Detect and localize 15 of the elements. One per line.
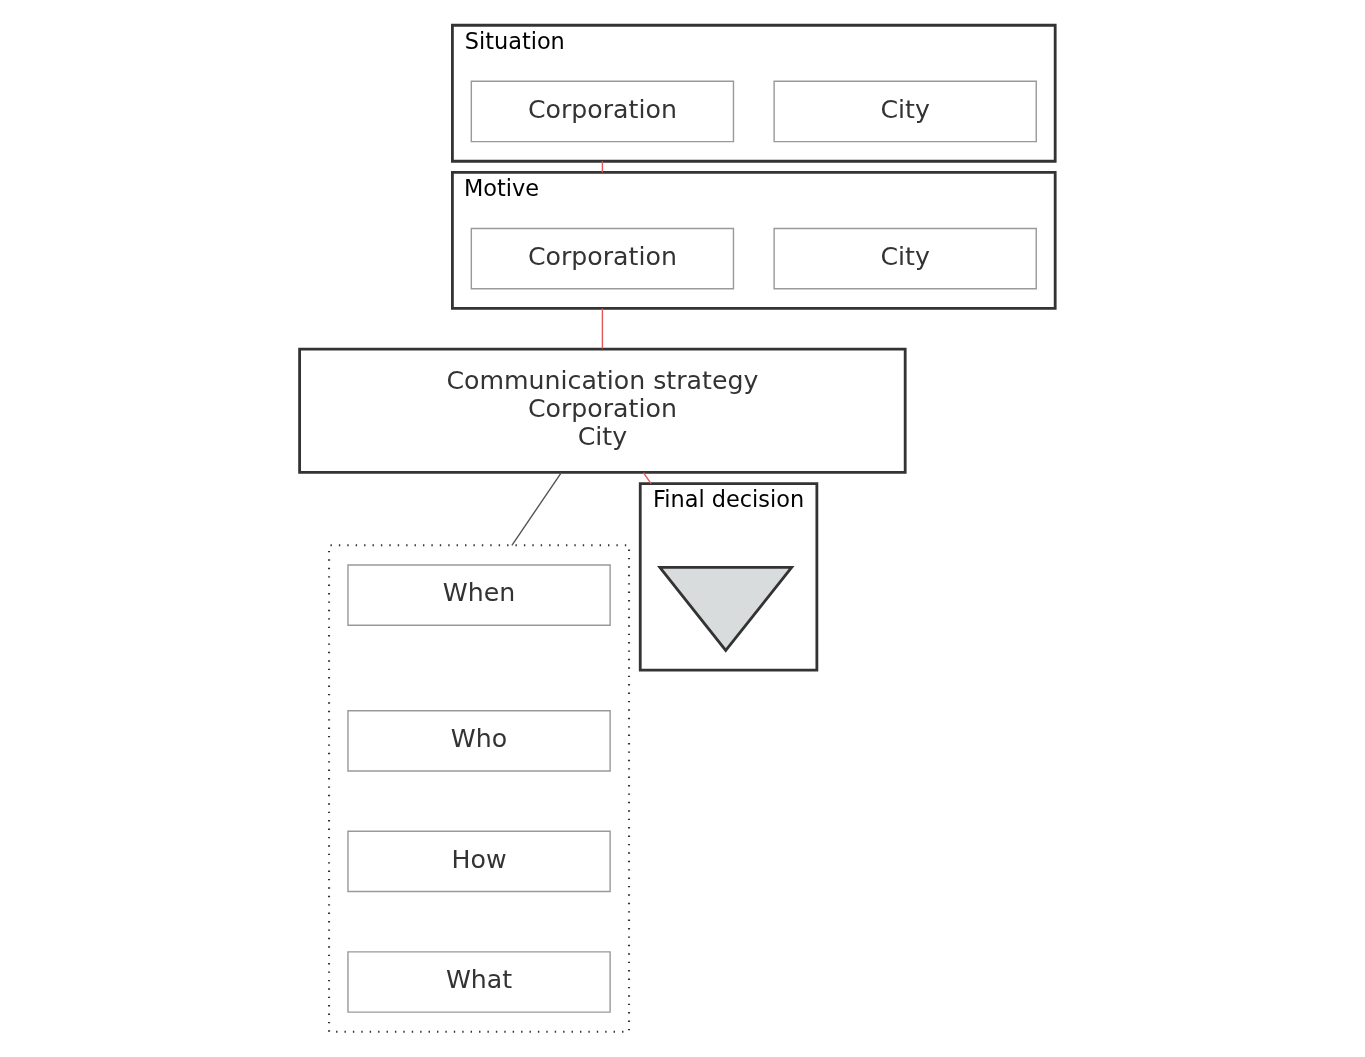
cluster (327, 544, 630, 1033)
node-box: Corporation (470, 227, 734, 290)
node-box: When (346, 564, 611, 626)
node-box: How (346, 830, 611, 893)
connector (642, 471, 652, 485)
node-triangle (656, 566, 795, 653)
connector (601, 307, 603, 350)
connector (510, 471, 562, 547)
node-box: Corporation (470, 80, 734, 143)
node-box: Who (346, 710, 611, 772)
cluster: Final decision (638, 482, 818, 672)
node-box: City (772, 227, 1037, 290)
node-box: What (346, 951, 611, 1013)
node-box: Communication strategy Corporation City (297, 347, 907, 474)
node-box: City (772, 80, 1037, 143)
